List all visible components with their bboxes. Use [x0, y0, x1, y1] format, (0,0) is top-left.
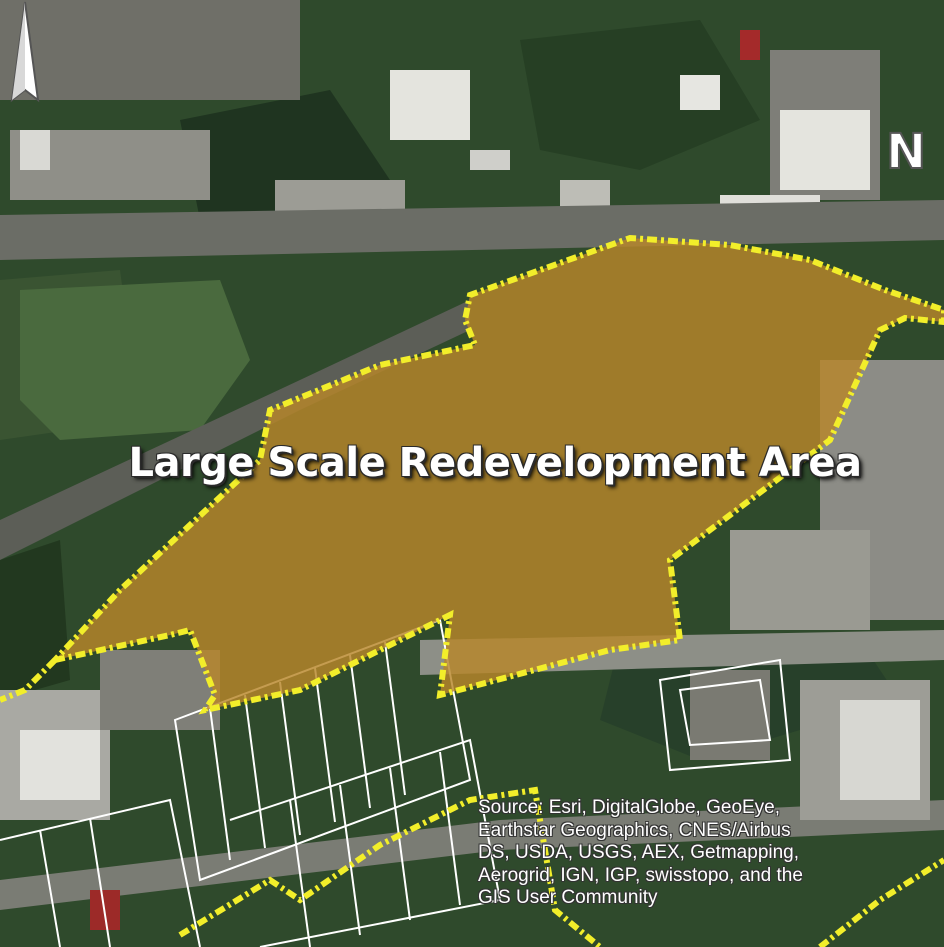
- map-attribution: Source: Esri, DigitalGlobe, GeoEye, Eart…: [478, 797, 938, 910]
- parcel-line: [314, 667, 336, 823]
- parcel-line: [279, 681, 301, 836]
- redevelopment-area-polygon[interactable]: [46, 234, 944, 715]
- parcel-line: [89, 817, 111, 947]
- parcel-line: [349, 654, 371, 809]
- parcel-line: [389, 767, 411, 921]
- attribution-line: Aerogrid, IGN, IGP, swisstopo, and the: [478, 864, 803, 886]
- parcel-block: [0, 798, 201, 947]
- parcel-block: [229, 738, 502, 947]
- parcel-line: [439, 751, 461, 906]
- parcel-line: [244, 694, 266, 849]
- area-label: Large Scale Redevelopment Area: [128, 440, 862, 486]
- boundary-line-southeast: [818, 857, 944, 947]
- parcel-line: [384, 641, 406, 796]
- attribution-line: GIS User Community: [478, 887, 658, 908]
- parcel-line: [39, 829, 61, 947]
- north-letter: N: [885, 124, 927, 180]
- boundary-line-west: [0, 657, 58, 703]
- parcel-line: [209, 707, 231, 861]
- parcel-line: [339, 784, 361, 936]
- parcel-block: [678, 678, 772, 747]
- attribution-line: Earthstar Geographics, CNES/Airbus: [478, 819, 791, 841]
- boundary-line-south: [178, 786, 602, 947]
- attribution-line: Source: Esri, DigitalGlobe, GeoEye,: [478, 797, 781, 818]
- parcel-line: [289, 799, 311, 947]
- north-arrow-icon: [10, 1, 40, 103]
- parcel-block: [658, 658, 792, 772]
- attribution-line: DS, USDA, USGS, AEX, Getmapping,: [478, 842, 800, 863]
